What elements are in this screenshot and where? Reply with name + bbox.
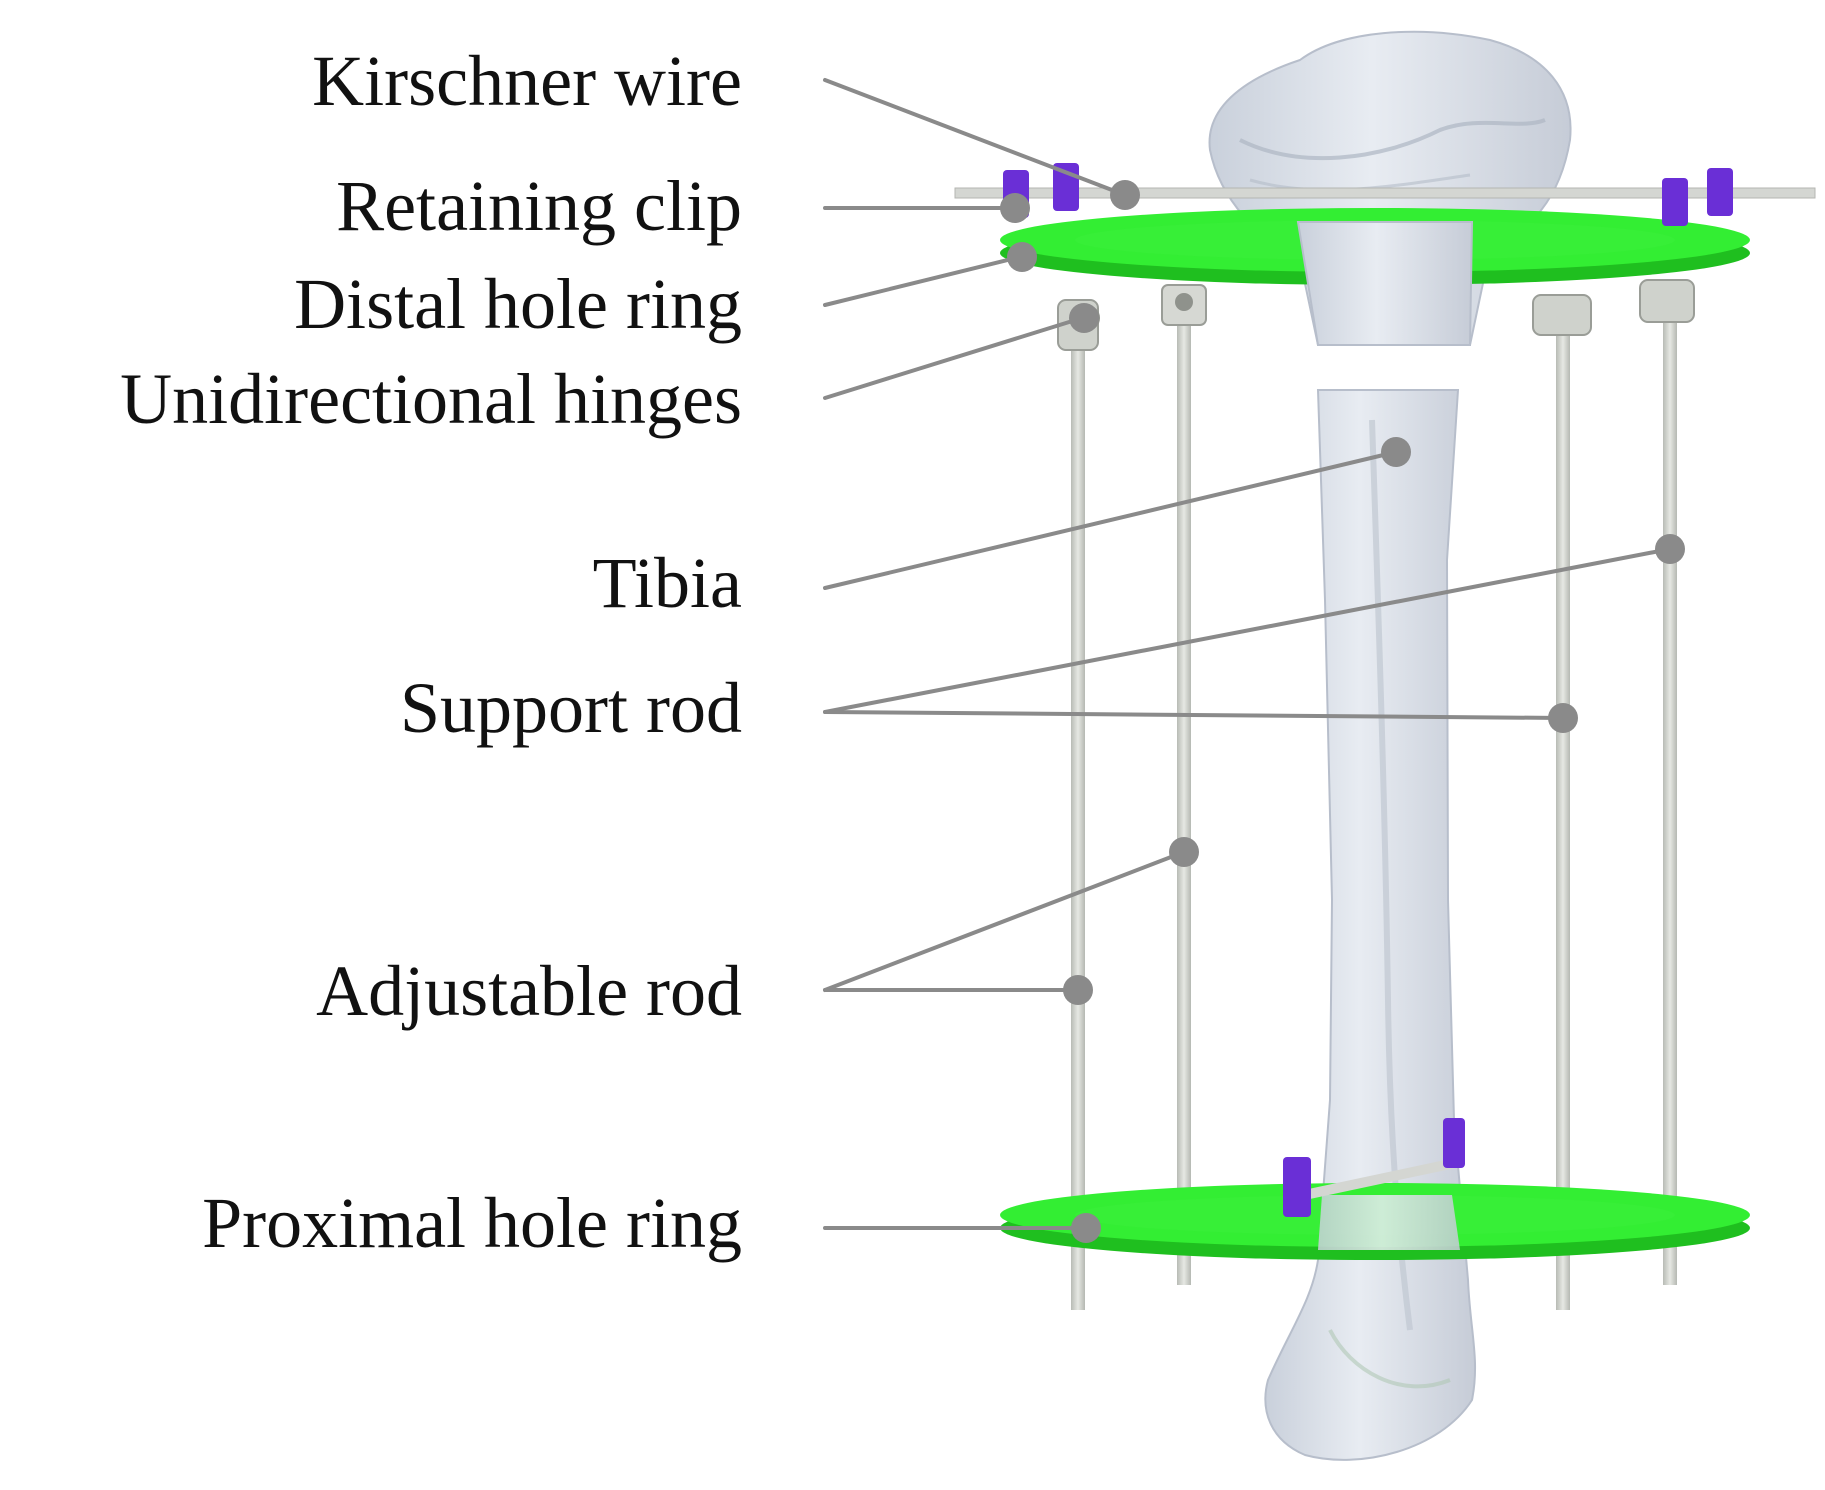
retaining-clips-bottom (1283, 1118, 1465, 1217)
leader-dots (1000, 180, 1685, 1243)
label-proximal-hole-ring: Proximal hole ring (202, 1183, 742, 1263)
dot-kirschner-wire (1110, 180, 1140, 210)
dot-distal-hole-ring (1007, 242, 1037, 272)
leader-unidirectional-hinges (823, 316, 1084, 400)
label-support-rod: Support rod (400, 668, 742, 748)
dot-tibia (1381, 437, 1411, 467)
label-retaining-clip: Retaining clip (336, 166, 742, 246)
unidirectional-hinges-shape (1057, 279, 1695, 351)
dot-unidirectional-hinges (1069, 303, 1099, 333)
dot-retaining-clip (1000, 193, 1030, 223)
label-kirschner-wire: Kirschner wire (312, 41, 742, 121)
leader-distal-hole-ring (823, 255, 1022, 307)
adjustable-rod-left (1071, 330, 1085, 1310)
label-adjustable-rod: Adjustable rod (316, 951, 742, 1031)
dot-adjustable-rod-a (1169, 837, 1199, 867)
leader-tibia (823, 450, 1398, 590)
leader-support-rod-b (823, 710, 1565, 720)
kirschner-wire-bottom (1290, 1157, 1460, 1203)
kirschner-wire-top (954, 187, 1816, 199)
leader-support-rod-a (823, 547, 1672, 714)
label-tibia: Tibia (592, 543, 742, 623)
label-unidirectional-hinges: Unidirectional hinges (120, 359, 742, 439)
adjustable-rod-inner (1177, 310, 1191, 1285)
leader-kirschner-wire (823, 78, 1127, 197)
dot-proximal-hole-ring (1071, 1213, 1101, 1243)
leader-lines (823, 78, 1672, 1230)
support-rod-right (1663, 300, 1677, 1285)
dot-adjustable-rod-b (1063, 975, 1093, 1005)
label-distal-hole-ring: Distal hole ring (294, 264, 742, 344)
leader-adjustable-rod-a (823, 850, 1186, 992)
dot-support-rod-a (1655, 534, 1685, 564)
support-rod-inner (1556, 310, 1570, 1310)
tibia-shaft (1264, 389, 1477, 1461)
dot-support-rod-b (1548, 703, 1578, 733)
